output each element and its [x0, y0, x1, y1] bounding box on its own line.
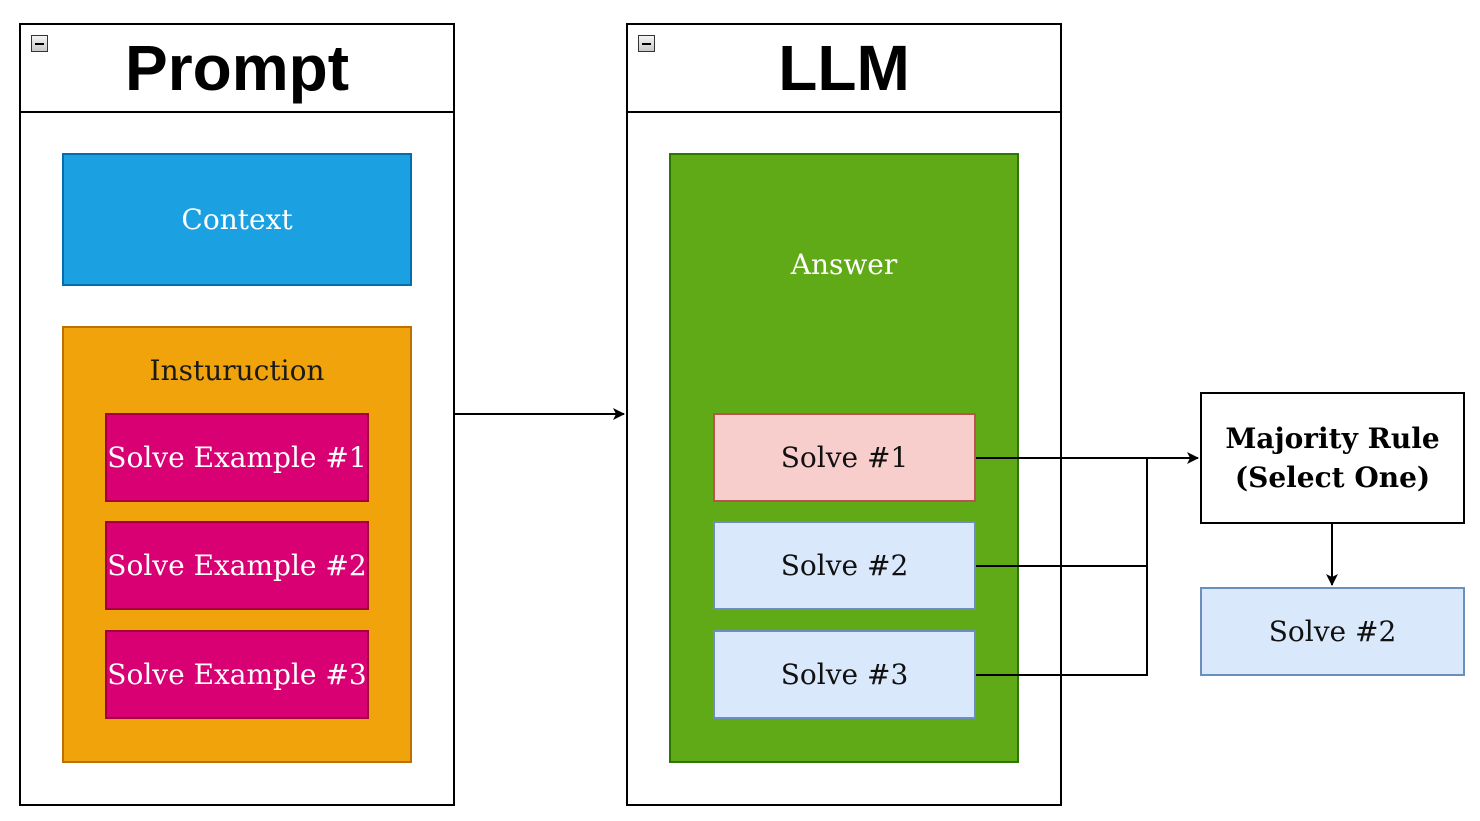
result-solve-label: Solve #2 — [1268, 615, 1397, 648]
collapse-minus-icon[interactable] — [638, 35, 655, 52]
example-box-2: Solve Example #2 — [105, 521, 369, 610]
majority-select-label: (Select One) — [1234, 461, 1431, 494]
solve-label-1: Solve #1 — [780, 441, 909, 474]
solve2-connector — [976, 458, 1148, 567]
solve-box-2: Solve #2 — [713, 521, 976, 610]
solve-box-1: Solve #1 — [713, 413, 976, 502]
example-label-2: Solve Example #2 — [107, 549, 367, 582]
solve-box-3: Solve #3 — [713, 630, 976, 719]
answer-label: Answer — [790, 247, 898, 281]
prompt-header: Prompt — [21, 25, 453, 113]
majority-rule-label: Majority Rule — [1225, 421, 1440, 455]
solve-label-3: Solve #3 — [780, 658, 909, 691]
context-box: Context — [62, 153, 412, 286]
answer-label-wrap: Answer — [669, 242, 1019, 286]
context-label: Context — [181, 203, 293, 236]
instruction-label: Insturuction — [149, 353, 325, 387]
example-box-3: Solve Example #3 — [105, 630, 369, 719]
solve3-connector — [976, 458, 1148, 676]
collapse-minus-icon[interactable] — [31, 35, 48, 52]
majority-rule-box: Majority Rule (Select One) — [1200, 392, 1465, 524]
instruction-label-wrap: Insturuction — [62, 348, 412, 392]
llm-header: LLM — [628, 25, 1060, 113]
example-label-3: Solve Example #3 — [107, 658, 367, 691]
example-box-1: Solve Example #1 — [105, 413, 369, 502]
result-solve-box: Solve #2 — [1200, 587, 1465, 676]
prompt-title: Prompt — [125, 32, 349, 104]
example-label-1: Solve Example #1 — [107, 441, 367, 474]
solve-label-2: Solve #2 — [780, 549, 909, 582]
llm-title: LLM — [778, 32, 910, 104]
